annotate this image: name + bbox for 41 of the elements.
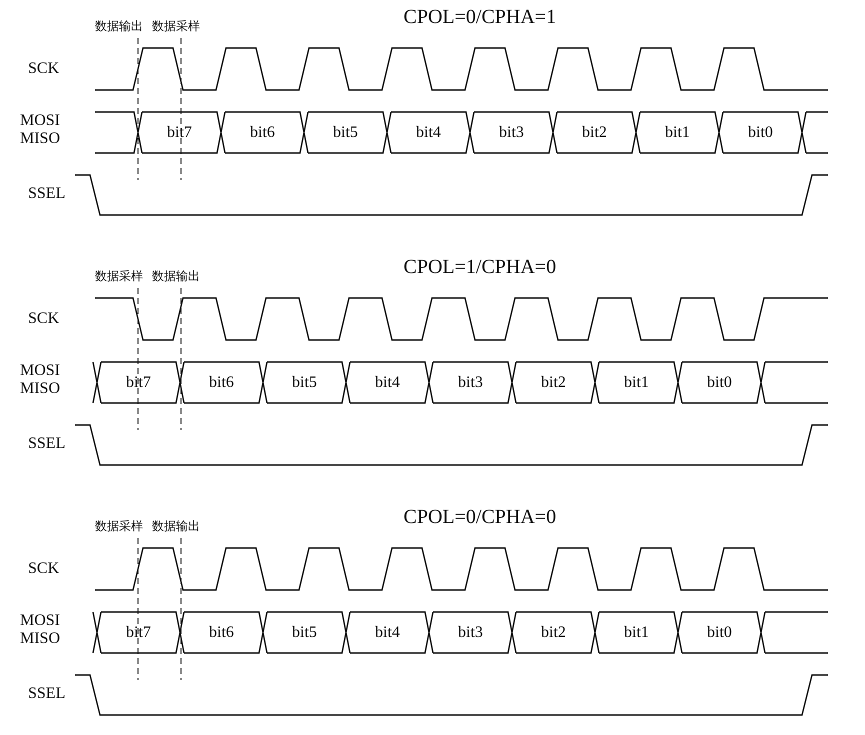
signal-name: MOSI MISO: [18, 612, 61, 648]
phase-annotation: 数据采样: [152, 20, 200, 34]
bit-label: bit3: [458, 624, 483, 642]
bit-label: bit6: [209, 374, 234, 392]
bit-label: bit7: [126, 624, 151, 642]
bit-label: bit3: [458, 374, 483, 392]
bit-label: bit6: [250, 124, 275, 142]
bit-label: bit1: [624, 374, 649, 392]
phase-annotation: 数据输出: [152, 270, 200, 284]
bit-label: bit2: [541, 624, 566, 642]
bit-label: bit5: [333, 124, 358, 142]
signal-name: SSEL: [28, 685, 66, 703]
phase-annotation: 数据采样: [95, 270, 143, 284]
mode-title: CPOL=1/CPHA=0: [404, 256, 556, 278]
bit-label: bit4: [375, 624, 400, 642]
bit-label: bit0: [707, 624, 732, 642]
bit-label: bit4: [416, 124, 441, 142]
bit-label: bit6: [209, 624, 234, 642]
bit-label: bit3: [499, 124, 524, 142]
bit-label: bit5: [292, 374, 317, 392]
bit-label: bit1: [665, 124, 690, 142]
bit-label: bit2: [582, 124, 607, 142]
bit-label: bit0: [748, 124, 773, 142]
signal-name: SCK: [28, 560, 60, 578]
signal-name: MOSI MISO: [18, 112, 61, 148]
signal-name: SSEL: [28, 435, 66, 453]
signal-name: SCK: [28, 60, 60, 78]
signal-name: MOSI MISO: [18, 362, 61, 398]
bit-label: bit0: [707, 374, 732, 392]
phase-annotation: 数据采样: [95, 520, 143, 534]
bit-label: bit7: [126, 374, 151, 392]
mode-title: CPOL=0/CPHA=0: [404, 506, 556, 528]
signal-name: SSEL: [28, 185, 66, 203]
bit-label: bit4: [375, 374, 400, 392]
bit-label: bit2: [541, 374, 566, 392]
signal-name: SCK: [28, 310, 60, 328]
phase-annotation: 数据输出: [152, 520, 200, 534]
bit-label: bit5: [292, 624, 317, 642]
phase-annotation: 数据输出: [95, 20, 143, 34]
bit-label: bit1: [624, 624, 649, 642]
mode-title: CPOL=0/CPHA=1: [404, 6, 556, 28]
